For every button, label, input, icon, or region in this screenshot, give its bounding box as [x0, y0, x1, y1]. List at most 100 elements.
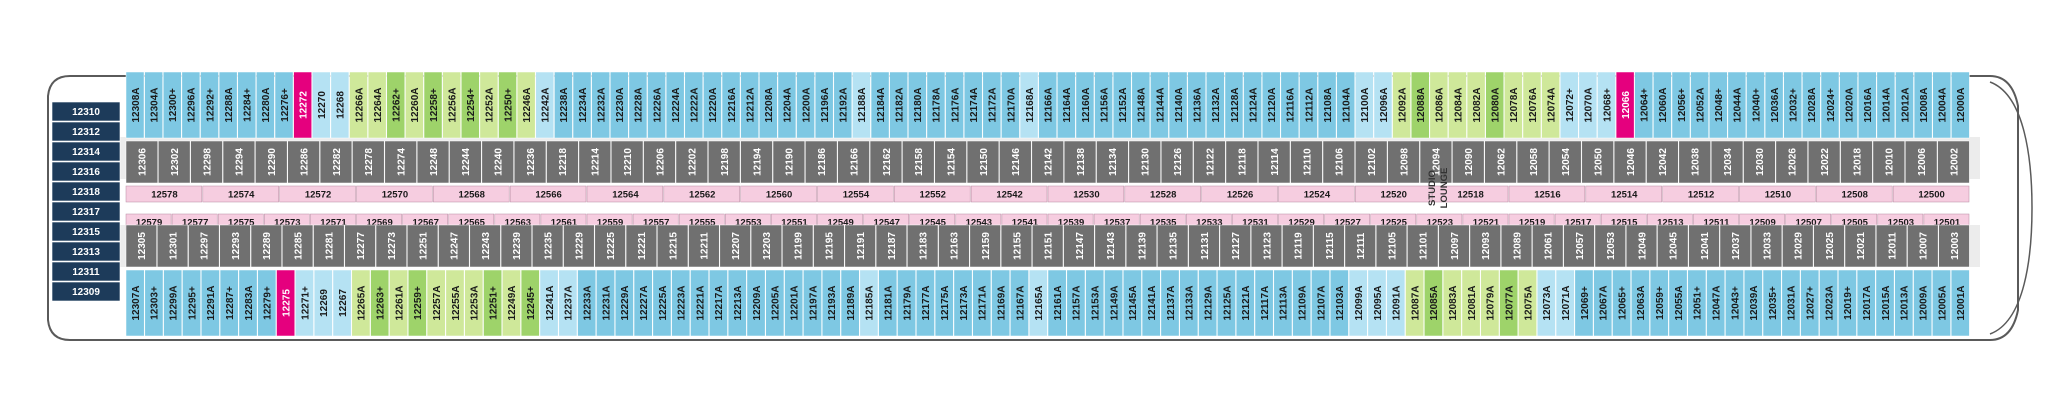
upper-cabin[interactable]	[1317, 71, 1337, 139]
aft-cabin[interactable]	[51, 161, 121, 182]
upper-cabin[interactable]	[1373, 71, 1393, 139]
bottom-mid-cabin[interactable]	[125, 224, 157, 268]
bottom-mid-cabin[interactable]	[1407, 224, 1439, 268]
lower-cabin[interactable]	[558, 269, 578, 337]
upper-cabin[interactable]	[1764, 71, 1784, 139]
lower-cabin[interactable]	[163, 269, 183, 337]
inner-top-cabin[interactable]	[1047, 185, 1125, 203]
upper-cabin[interactable]	[628, 71, 648, 139]
top-mid-cabin[interactable]	[222, 140, 256, 184]
upper-cabin[interactable]	[1876, 71, 1896, 139]
inner-top-cabin[interactable]	[740, 185, 817, 203]
top-mid-cabin[interactable]	[287, 140, 320, 184]
lower-cabin[interactable]	[389, 269, 408, 337]
top-mid-cabin[interactable]	[1937, 140, 1970, 184]
lower-cabin[interactable]	[1028, 269, 1048, 337]
lower-cabin[interactable]	[1329, 269, 1349, 337]
upper-cabin[interactable]	[1597, 71, 1616, 139]
lower-cabin[interactable]	[633, 269, 653, 337]
upper-cabin[interactable]	[1094, 71, 1113, 139]
upper-cabin[interactable]	[1541, 71, 1560, 139]
inner-top-cabin[interactable]	[356, 185, 433, 203]
aft-cabin[interactable]	[51, 121, 121, 142]
top-mid-cabin[interactable]	[1808, 140, 1841, 184]
lower-cabin[interactable]	[765, 269, 785, 337]
lower-cabin[interactable]	[1536, 269, 1556, 337]
top-mid-cabin[interactable]	[1872, 140, 1905, 184]
upper-cabin[interactable]	[1187, 71, 1206, 139]
top-mid-cabin[interactable]	[643, 140, 676, 184]
upper-cabin[interactable]	[1057, 71, 1076, 139]
lower-cabin[interactable]	[201, 269, 220, 337]
upper-cabin[interactable]	[852, 71, 871, 139]
upper-cabin[interactable]	[1671, 71, 1691, 139]
lower-cabin[interactable]	[1875, 269, 1895, 337]
lower-cabin[interactable]	[1913, 269, 1933, 337]
lower-cabin[interactable]	[953, 269, 973, 337]
bottom-mid-cabin[interactable]	[1844, 224, 1876, 268]
upper-cabin[interactable]	[1802, 71, 1821, 139]
upper-cabin[interactable]	[870, 71, 890, 139]
lower-cabin[interactable]	[332, 269, 352, 337]
upper-cabin[interactable]	[1112, 71, 1132, 139]
bottom-mid-cabin[interactable]	[1657, 224, 1689, 268]
upper-cabin[interactable]	[237, 71, 257, 139]
bottom-mid-cabin[interactable]	[500, 224, 532, 268]
lower-cabin[interactable]	[1574, 269, 1594, 337]
bottom-mid-cabin[interactable]	[969, 224, 1001, 268]
top-mid-cabin[interactable]	[1710, 140, 1744, 184]
upper-cabin[interactable]	[1355, 71, 1374, 139]
upper-cabin[interactable]	[367, 71, 387, 139]
upper-cabin[interactable]	[833, 71, 853, 139]
top-mid-cabin[interactable]	[190, 140, 223, 184]
lower-cabin[interactable]	[1725, 269, 1744, 337]
lower-cabin[interactable]	[991, 269, 1011, 337]
inner-top-cabin[interactable]	[1201, 185, 1278, 203]
lower-cabin[interactable]	[596, 269, 615, 337]
top-mid-cabin[interactable]	[740, 140, 773, 184]
upper-cabin[interactable]	[908, 71, 927, 139]
top-mid-cabin[interactable]	[1419, 140, 1453, 184]
lower-cabin[interactable]	[351, 269, 371, 337]
bottom-mid-cabin[interactable]	[1782, 224, 1814, 268]
lower-cabin[interactable]	[238, 269, 258, 337]
lower-cabin[interactable]	[539, 269, 559, 337]
inner-top-cabin[interactable]	[1124, 185, 1201, 203]
bottom-mid-cabin[interactable]	[438, 224, 470, 268]
lower-cabin[interactable]	[502, 269, 521, 337]
upper-cabin[interactable]	[479, 71, 499, 139]
top-mid-cabin[interactable]	[1613, 140, 1647, 184]
upper-cabin[interactable]	[1224, 71, 1244, 139]
upper-cabin[interactable]	[1727, 71, 1747, 139]
bottom-mid-cabin[interactable]	[188, 224, 220, 268]
top-mid-cabin[interactable]	[449, 140, 482, 184]
lower-cabin[interactable]	[614, 269, 634, 337]
lower-cabin[interactable]	[727, 269, 747, 337]
upper-cabin[interactable]	[293, 71, 312, 139]
lower-cabin[interactable]	[1499, 269, 1519, 337]
bottom-mid-cabin[interactable]	[1375, 224, 1408, 268]
bottom-mid-cabin[interactable]	[1594, 224, 1626, 268]
top-mid-cabin[interactable]	[1516, 140, 1550, 184]
top-mid-cabin[interactable]	[1775, 140, 1808, 184]
upper-cabin[interactable]	[1168, 71, 1188, 139]
lower-cabin[interactable]	[1649, 269, 1669, 337]
aft-cabin[interactable]	[51, 241, 121, 262]
bottom-mid-cabin[interactable]	[844, 224, 876, 268]
aft-cabin[interactable]	[51, 221, 121, 242]
lower-cabin[interactable]	[1612, 269, 1631, 337]
inner-top-cabin[interactable]	[817, 185, 894, 203]
upper-cabin[interactable]	[572, 71, 592, 139]
lower-cabin[interactable]	[1066, 269, 1086, 337]
upper-cabin[interactable]	[1951, 71, 1970, 139]
lower-cabin[interactable]	[370, 269, 390, 337]
lower-cabin[interactable]	[746, 269, 766, 337]
upper-cabin[interactable]	[963, 71, 983, 139]
lower-cabin[interactable]	[1593, 269, 1613, 337]
bottom-mid-cabin[interactable]	[1094, 224, 1126, 268]
upper-cabin[interactable]	[274, 71, 294, 139]
upper-cabin[interactable]	[1075, 71, 1095, 139]
lower-cabin[interactable]	[313, 269, 333, 337]
aft-cabin[interactable]	[51, 101, 121, 122]
upper-cabin[interactable]	[1150, 71, 1169, 139]
